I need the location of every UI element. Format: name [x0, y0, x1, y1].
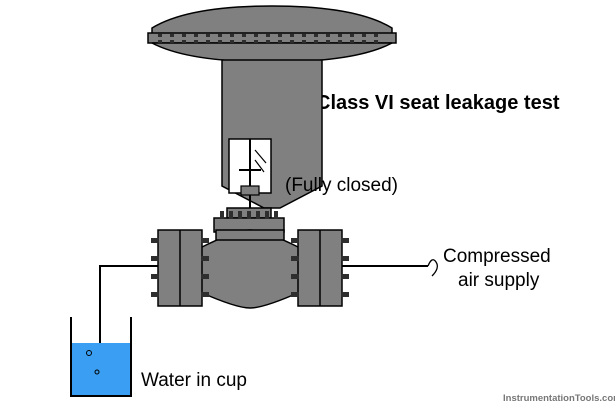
bolt [201, 274, 209, 279]
bolt [291, 274, 299, 279]
bolt [302, 40, 306, 43]
bolt [230, 40, 234, 43]
bolt [266, 40, 270, 43]
bolt [278, 34, 282, 37]
water-cup-label: Water in cup [141, 370, 247, 391]
bolt [314, 40, 318, 43]
bolt [256, 211, 260, 219]
bolt [341, 238, 349, 243]
right-flange [297, 229, 343, 307]
bolt [201, 256, 209, 261]
left-flange [157, 229, 203, 307]
bolt [265, 211, 269, 219]
flange-bolts [151, 238, 349, 297]
bolt [326, 34, 330, 37]
bolt [326, 40, 330, 43]
bolt [362, 34, 366, 37]
bolt [350, 40, 354, 43]
bolt [290, 34, 294, 37]
bolt [242, 40, 246, 43]
bolt [341, 274, 349, 279]
bolt [151, 238, 159, 243]
bolt [291, 256, 299, 261]
bolt [218, 34, 222, 37]
bolt [374, 34, 378, 37]
water-cup [70, 317, 132, 397]
diaphragm-bolts [158, 34, 378, 43]
bolt [206, 34, 210, 37]
bolt [220, 211, 224, 219]
bolt [341, 292, 349, 297]
valve-state-label: (Fully closed) [285, 175, 398, 196]
bolt [182, 34, 186, 37]
bolt [206, 40, 210, 43]
bolt [201, 292, 209, 297]
line-break-symbol [427, 259, 438, 277]
bolt [374, 40, 378, 43]
bolt [290, 40, 294, 43]
bolt [338, 40, 342, 43]
bolt [218, 40, 222, 43]
stem-connector [240, 185, 260, 196]
bolt [291, 292, 299, 297]
bonnet-bolts [220, 211, 278, 219]
bolt [274, 211, 278, 219]
bolt [266, 34, 270, 37]
bolt [230, 34, 234, 37]
valve-body [199, 229, 301, 309]
bolt [158, 40, 162, 43]
bolt [338, 34, 342, 37]
bolt [362, 40, 366, 43]
bonnet [213, 207, 285, 233]
bolt [341, 256, 349, 261]
bolt [151, 292, 159, 297]
bolt [158, 34, 162, 37]
actuator-diaphragm [147, 5, 397, 63]
bolt [151, 274, 159, 279]
bolt [182, 40, 186, 43]
compressed-label: Compressed [443, 246, 551, 267]
bolt [242, 34, 246, 37]
bolt [170, 34, 174, 37]
outlet-tube [99, 265, 158, 378]
yoke-window [228, 138, 272, 210]
bolt [302, 34, 306, 37]
bolt [278, 40, 282, 43]
air-bubble [86, 350, 92, 356]
bolt [170, 40, 174, 43]
bolt [254, 34, 258, 37]
bolt [291, 238, 299, 243]
bolt [194, 40, 198, 43]
bolt [314, 34, 318, 37]
bolt [350, 34, 354, 37]
bolt [254, 40, 258, 43]
air-bubble [94, 369, 100, 375]
bolt [151, 256, 159, 261]
air-supply-label: air supply [458, 270, 540, 291]
bolt [247, 211, 251, 219]
watermark: InstrumentationTools.com [503, 393, 615, 404]
bolt [229, 211, 233, 219]
bolt [238, 211, 242, 219]
bolt [201, 238, 209, 243]
diagram-title: Class VI seat leakage test [316, 92, 560, 114]
bolt [194, 34, 198, 37]
water [71, 343, 131, 396]
